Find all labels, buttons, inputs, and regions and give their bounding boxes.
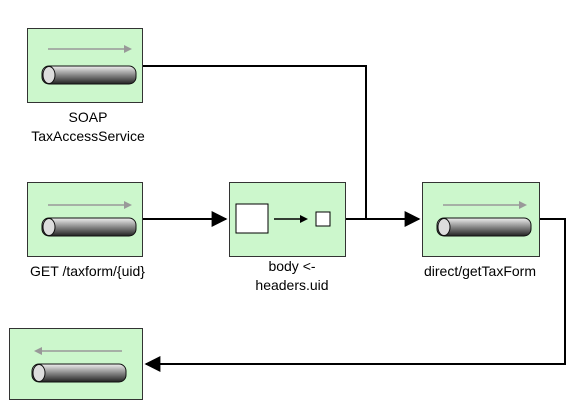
message-translator-icon [235,203,331,234]
transform-node[interactable] [229,182,346,257]
rest-endpoint-node[interactable] [27,182,143,257]
direct-endpoint-node[interactable] [422,182,540,257]
consumer-endpoint-icon [41,201,137,237]
soap-endpoint-node[interactable] [27,28,143,103]
direct-endpoint-label: direct/getTaxForm [423,263,537,279]
edge-soap-to-direct [143,65,367,220]
consumer-endpoint-icon [436,201,532,237]
edge-direct-to-reply [144,218,566,372]
transform-label: body <- headers.uid [255,258,329,293]
consumer-endpoint-icon [41,45,137,85]
rest-endpoint-label: GET /taxform/{uid} [30,263,145,279]
reply-endpoint-node[interactable] [9,328,143,400]
soap-endpoint-label: SOAP TaxAccessService [31,109,145,144]
producer-endpoint-icon [31,347,127,383]
